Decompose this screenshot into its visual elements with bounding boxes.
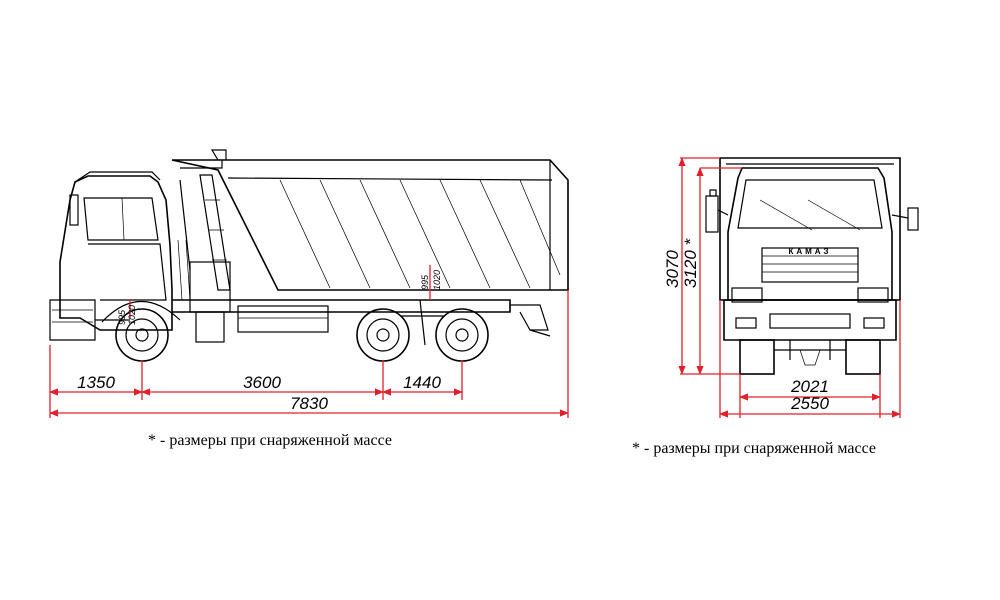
front-bumper-view [723,299,897,341]
cab-roof [74,171,161,183]
dim-clearance-front: 995 [117,309,127,325]
left-mirror [705,195,719,233]
grille [761,247,859,283]
rear-wheel-1 [356,308,410,362]
front-view-note: * - размеры при снаряженной массе [632,440,876,457]
front-view-truck: КАМАЗ [705,157,919,375]
cab-door [88,243,167,301]
brand-label: КАМАЗ [788,247,831,256]
fuel-tank [237,305,329,333]
side-mirror [69,194,79,226]
chassis-frame [172,299,511,313]
dim-height-alt: 3120 * [681,237,700,288]
rear-suspension [400,299,445,346]
front-cab [727,167,893,301]
rear-wheel-2 [435,308,489,362]
front-fender [101,300,181,323]
front-right-wheel [845,339,881,375]
front-bumper [49,299,96,341]
cab-window [83,197,159,241]
dim-clearance-rear-alt: 1020 [432,270,442,290]
right-headlight [857,287,889,303]
side-clearance-dims: 995 1020 995 1020 [117,265,442,325]
dim-clearance-rear: 995 [420,274,430,290]
hydraulic-cylinder [199,174,231,291]
dim-track: 2021 [790,377,829,396]
side-view-note: * - размеры при снаряженной массе [148,432,392,449]
right-mirror [907,207,919,231]
side-length-dims: 1350 3600 1440 7830 [49,290,569,418]
tank [189,261,231,313]
left-headlight [731,287,763,303]
windshield [737,179,883,229]
dim-overall-width: 2550 [790,394,829,413]
dim-wheelbase-2: 1440 [403,373,441,392]
side-view-truck [49,149,569,362]
dim-overall-length: 7830 [290,394,328,413]
dim-height: 3070 [663,250,682,288]
body-ribs [279,179,561,289]
battery-box [195,311,225,343]
cab-outline [59,175,173,331]
tow-hitch [510,304,549,331]
front-left-wheel [739,339,775,375]
dim-clearance-front-alt: 1020 [127,305,137,325]
dim-front-overhang: 1350 [77,373,115,392]
front-view-dims: 3070 3120 * 2021 2550 [663,157,901,418]
dim-wheelbase-1: 3600 [243,373,281,392]
